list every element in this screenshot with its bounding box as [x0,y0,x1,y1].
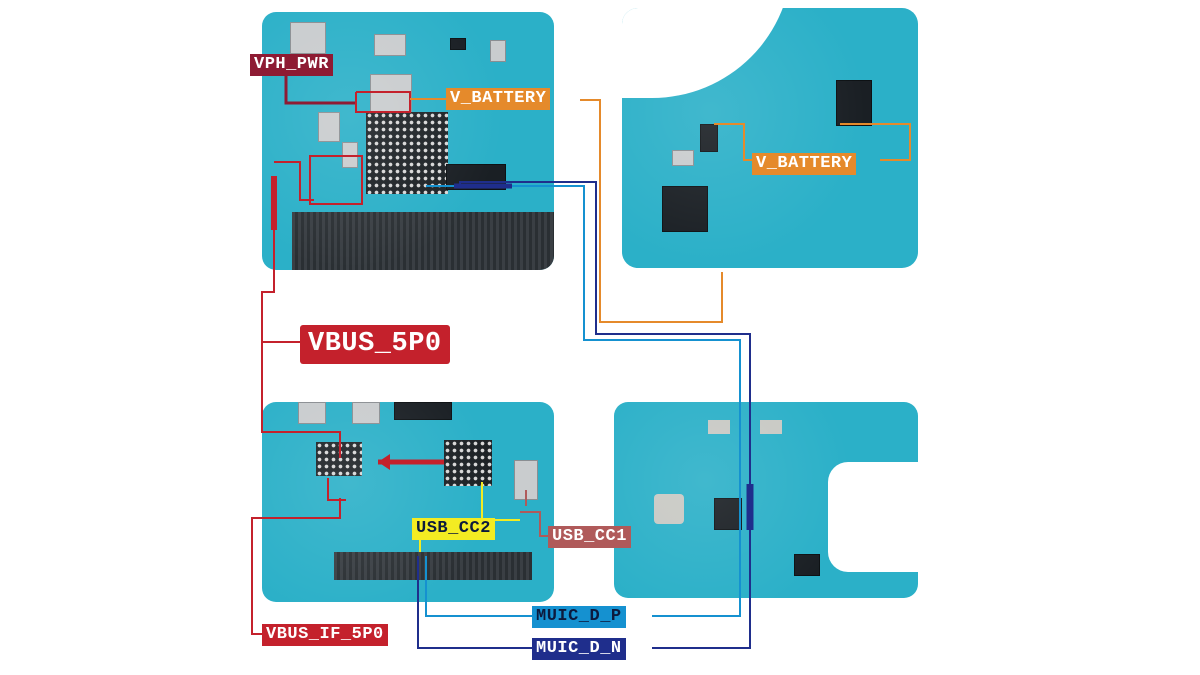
pcb-board-bottom-left [262,402,554,602]
vbus-trace [309,155,363,205]
v-battery-trace [714,123,752,161]
label-vbus-5p0: VBUS_5P0 [300,325,450,365]
usb-cc2-trace [481,482,520,521]
pcb-board-top-right [622,8,918,268]
label-vph-pwr: VPH_PWR [250,54,333,76]
vbus-if-trace [327,478,346,501]
muic-d-n-trace [459,181,751,649]
vbus-trace [261,230,341,458]
label-usb-cc1: USB_CC1 [548,526,631,548]
label-muic-d-n: MUIC_D_N [532,638,626,660]
vbus-trace [274,161,314,201]
label-muic-d-p: MUIC_D_P [532,606,626,628]
label-vbus-if-5p0: VBUS_IF_5P0 [262,624,388,646]
vbus-trace [378,454,390,470]
usb-cc1-trace [520,511,552,537]
muic-d-n-trace [417,556,532,649]
v-battery-trace [580,99,723,323]
pcb-board-bottom-right [614,402,918,598]
v-battery-trace [840,123,911,161]
label-v-battery-right: V_BATTERY [752,153,857,175]
label-v-battery-top: V_BATTERY [446,88,551,110]
vph-pwr-trace [284,76,356,105]
vph-pwr-trace [355,91,411,113]
muic-d-p-trace [426,185,741,617]
label-usb-cc2: USB_CC2 [412,518,495,540]
vbus-if-trace [251,498,341,635]
muic-d-p-trace [425,556,532,617]
